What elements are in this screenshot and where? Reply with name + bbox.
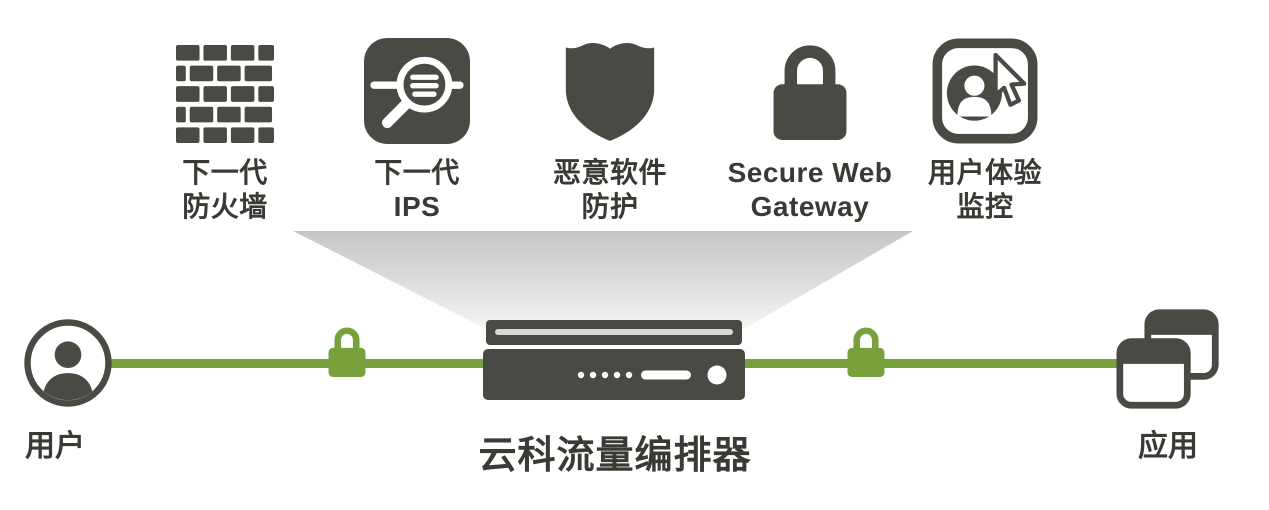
user-icon (22, 317, 114, 409)
service-label: 下一代 防火墙 (182, 157, 268, 223)
ips-magnifier-icon (307, 26, 527, 144)
service-item-malware: 恶意软件 防护 (500, 26, 720, 224)
malware-shield-icon (500, 26, 720, 144)
encryption-lock-icon-right (844, 322, 888, 380)
service-item-firewall: 下一代 防火墙 (115, 26, 335, 224)
applications-icon (1116, 306, 1222, 412)
service-label: 用户体验 监控 (927, 157, 1042, 223)
service-item-ips: 下一代 IPS (307, 26, 527, 224)
service-label: 下一代 IPS (374, 157, 460, 223)
service-label: Secure Web Gateway (727, 157, 893, 223)
orchestrator-label: 云科流量编排器 (478, 435, 752, 477)
firewall-bricks-icon (115, 26, 335, 144)
app-label: 应用 (1138, 430, 1198, 463)
service-item-swg: Secure Web Gateway (700, 26, 920, 224)
funnel-beam (293, 231, 913, 330)
secure-web-gateway-lock-icon (700, 26, 920, 144)
service-label: 恶意软件 防护 (552, 157, 667, 223)
user-label: 用户 (25, 430, 85, 463)
orchestrator-device (483, 320, 745, 400)
user-experience-monitor-icon (875, 26, 1095, 144)
encryption-lock-icon-left (325, 322, 369, 380)
service-item-ux: 用户体验 监控 (875, 26, 1095, 224)
